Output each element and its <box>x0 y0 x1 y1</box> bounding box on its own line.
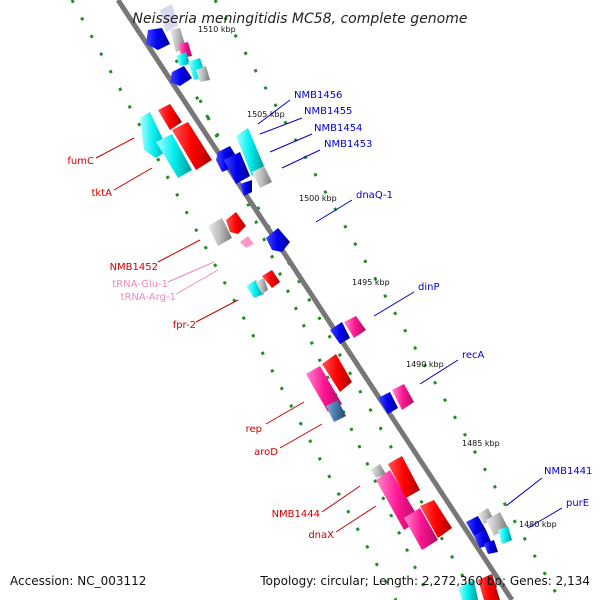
gene-recA[interactable] <box>378 384 414 414</box>
gene-group-top[interactable] <box>146 4 210 86</box>
gene-label-dinP[interactable]: dinP <box>418 282 440 293</box>
gene-aroD[interactable] <box>326 400 346 422</box>
scale-label-1480: 1480 kbp <box>519 520 557 529</box>
gene-group-bottom[interactable] <box>458 574 500 600</box>
gene-label-NMB1455[interactable]: NMB1455 <box>304 106 352 117</box>
scale-label-1505: 1505 kbp <box>247 110 285 119</box>
gene-label-NMB1456[interactable]: NMB1456 <box>294 90 342 101</box>
gene-label-dnaX[interactable]: dnaX <box>308 530 334 541</box>
gene-cluster-nmb1453-1456[interactable] <box>216 128 272 196</box>
gene-label-NMB1444[interactable]: NMB1444 <box>272 509 320 520</box>
gene-NMB1441-purE[interactable] <box>466 508 512 554</box>
gene-label-rep[interactable]: rep <box>246 424 262 435</box>
gene-label-purE[interactable]: purE <box>566 498 589 509</box>
scale-label-1490: 1490 kbp <box>406 360 444 369</box>
genome-backbone <box>115 0 515 600</box>
gene-label-dnaQ-1[interactable]: dnaQ-1 <box>356 190 393 201</box>
gene-label-tRNA-Arg-1[interactable]: tRNA-Arg-1 <box>121 292 176 303</box>
gene-dnaQ-1[interactable] <box>266 228 290 252</box>
gene-label-tRNA-Glu-1[interactable]: tRNA-Glu-1 <box>112 279 168 290</box>
tick-dots-inner-left <box>198 99 432 600</box>
gene-label-NMB1452[interactable]: NMB1452 <box>110 262 158 273</box>
map-title: Neisseria meningitidis MC58, complete ge… <box>132 11 467 27</box>
gene-rep[interactable] <box>306 354 352 412</box>
gene-label-tktA[interactable]: tktA <box>92 188 113 199</box>
gene-NMB1452[interactable] <box>208 212 246 246</box>
gene-dinP[interactable] <box>330 316 366 344</box>
gene-dnaX[interactable] <box>404 500 452 550</box>
scale-label-1510: 1510 kbp <box>198 25 236 34</box>
scale-label-1500: 1500 kbp <box>299 194 337 203</box>
gene-fpr-2[interactable] <box>246 270 280 298</box>
tick-dots-outer-right <box>213 0 562 600</box>
label-leader-lines <box>95 99 563 533</box>
gene-label-recA[interactable]: recA <box>462 350 485 361</box>
gene-label-fpr-2[interactable]: fpr-2 <box>173 320 196 331</box>
gene-label-NMB1454[interactable]: NMB1454 <box>314 123 362 134</box>
genome-summary-text: Topology: circular; Length: 2,272,360 bp… <box>259 574 590 588</box>
gene-label-NMB1441[interactable]: NMB1441 <box>544 466 592 477</box>
scale-label-1485: 1485 kbp <box>462 439 500 448</box>
gene-tktA[interactable] <box>156 122 212 178</box>
gene-tRNA-Glu-Arg[interactable] <box>240 236 254 248</box>
gene-label-NMB1453[interactable]: NMB1453 <box>324 139 372 150</box>
tick-dots-outer-left <box>70 0 398 600</box>
accession-text: Accession: NC_003112 <box>10 574 146 588</box>
gene-label-aroD[interactable]: aroD <box>254 447 278 458</box>
gene-label-fumC[interactable]: fumC <box>67 156 94 167</box>
scale-label-1495: 1495 kbp <box>352 278 390 287</box>
